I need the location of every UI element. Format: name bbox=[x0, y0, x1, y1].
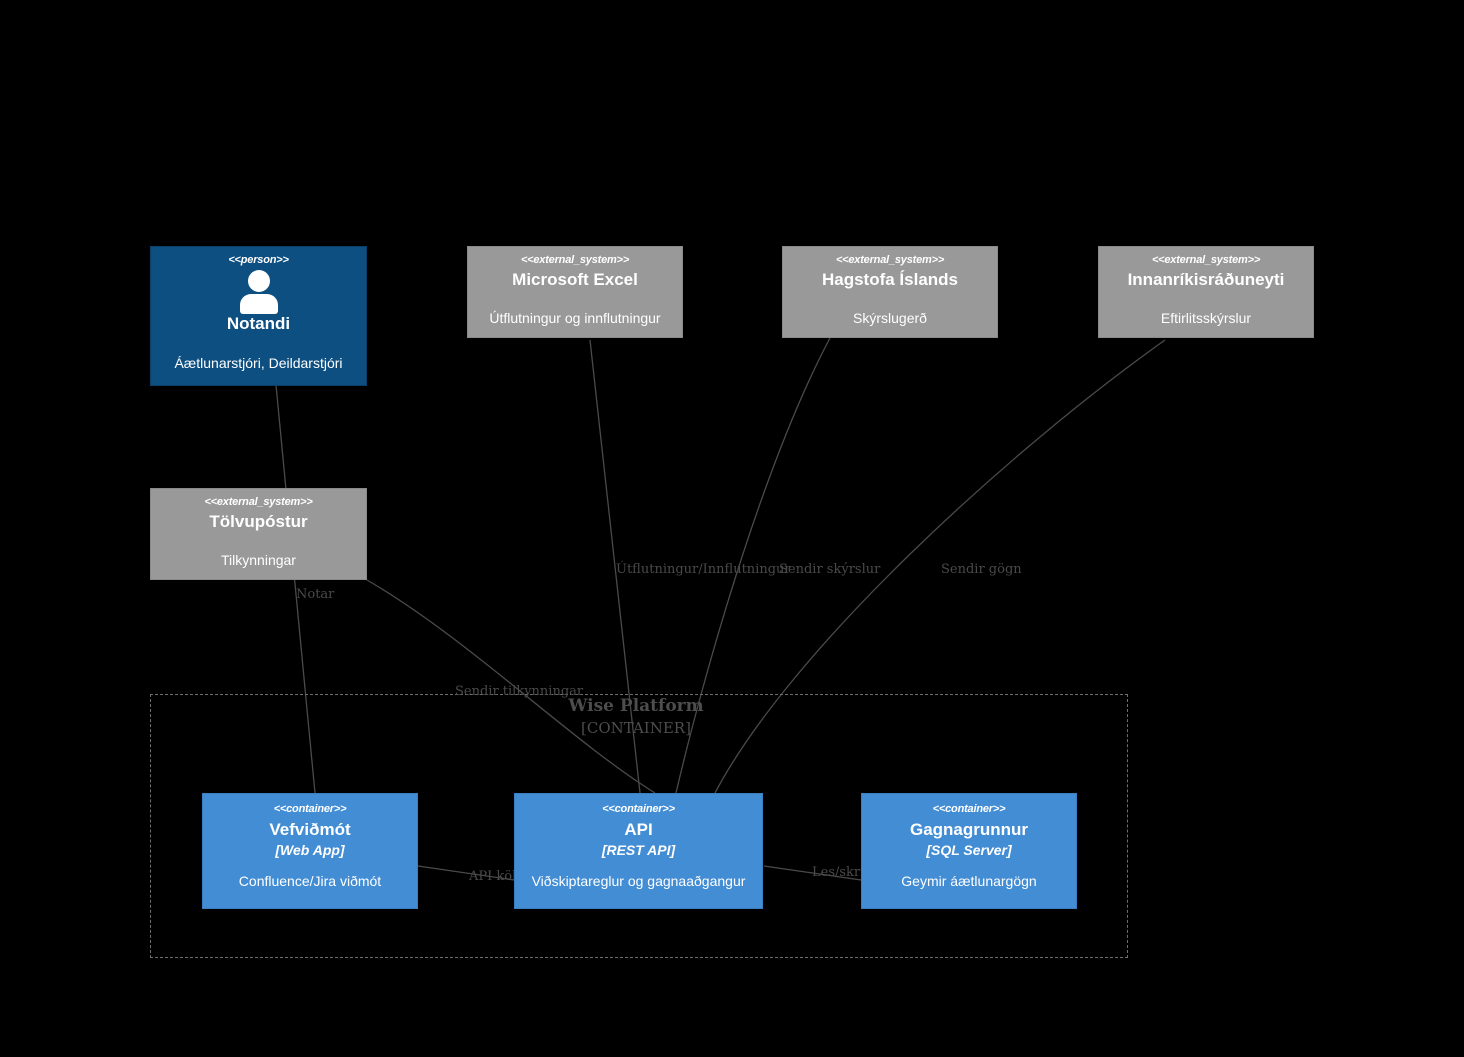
node-description: Eftirlitsskýrslur bbox=[1160, 310, 1252, 326]
node-description: Útflutningur og innflutningur bbox=[489, 310, 661, 326]
edge-label-utflutningur-innflutningur: Útflutningur/Innflutningur bbox=[616, 562, 791, 577]
person-icon-head bbox=[247, 270, 270, 292]
node-description: Skýrslugerð bbox=[853, 310, 927, 326]
node-stereotype: <<container>> bbox=[273, 803, 347, 815]
edge-label-api-koll: API köll bbox=[469, 869, 521, 884]
node-stereotype: <<external_system>> bbox=[1151, 254, 1261, 266]
node-title: Hagstofa Íslands bbox=[821, 270, 959, 289]
node-microsoft-excel[interactable]: <<external_system>> Microsoft Excel Útfl… bbox=[467, 246, 683, 338]
node-title: API bbox=[624, 820, 653, 839]
edge-label-sendir-skyrslur: Sendir skýrslur bbox=[779, 562, 881, 577]
node-title: Tölvupóstur bbox=[209, 512, 308, 531]
boundary-label: Wise Platform [CONTAINER] bbox=[520, 695, 752, 739]
edge-label-notar: Notar bbox=[296, 587, 335, 602]
node-stereotype: <<person>> bbox=[228, 254, 289, 266]
node-title: Vefviðmót bbox=[269, 820, 351, 839]
node-gagnagrunnur[interactable]: <<container>> Gagnagrunnur [SQL Server] … bbox=[861, 793, 1077, 909]
node-technology: [SQL Server] bbox=[926, 842, 1012, 858]
edge-label-sendir-gogn: Sendir gögn bbox=[941, 562, 1022, 577]
node-vefvidmot[interactable]: <<container>> Vefviðmót [Web App] Conflu… bbox=[202, 793, 418, 909]
node-description: Tilkynningar bbox=[221, 552, 296, 568]
node-stereotype: <<external_system>> bbox=[835, 254, 945, 266]
node-title: Microsoft Excel bbox=[512, 270, 638, 289]
node-notandi[interactable]: <<person>> Notandi Áætlunarstjóri, Deild… bbox=[150, 246, 367, 386]
node-stereotype: <<external_system>> bbox=[520, 254, 630, 266]
node-description: Áætlunarstjóri, Deildarstjóri bbox=[174, 355, 343, 371]
node-api[interactable]: <<container>> API [REST API] Viðskiptare… bbox=[514, 793, 763, 909]
person-icon bbox=[236, 270, 282, 314]
person-icon-body bbox=[239, 294, 278, 314]
node-description: Viðskiptareglur og gagnaaðgangur bbox=[531, 873, 746, 889]
node-description: Geymir áætlunargögn bbox=[901, 873, 1037, 889]
node-title: Notandi bbox=[226, 314, 291, 333]
node-description: Confluence/Jira viðmót bbox=[238, 873, 382, 889]
node-innanrikisraduneyti[interactable]: <<external_system>> Innanríkisráðuneyti … bbox=[1098, 246, 1314, 338]
node-tolvupostur[interactable]: <<external_system>> Tölvupóstur Tilkynni… bbox=[150, 488, 367, 580]
boundary-subtitle: [CONTAINER] bbox=[581, 719, 691, 737]
node-title: Gagnagrunnur bbox=[909, 820, 1029, 839]
node-stereotype: <<external_system>> bbox=[204, 496, 313, 508]
edge-label-sendir-tilkynningar: Sendir tilkynningar bbox=[455, 684, 584, 699]
node-hagstofa-islands[interactable]: <<external_system>> Hagstofa Íslands Ský… bbox=[782, 246, 998, 338]
node-title: Innanríkisráðuneyti bbox=[1127, 270, 1285, 289]
node-stereotype: <<container>> bbox=[602, 803, 675, 815]
node-stereotype: <<container>> bbox=[932, 803, 1006, 815]
node-technology: [Web App] bbox=[275, 842, 345, 858]
node-technology: [REST API] bbox=[601, 842, 676, 858]
